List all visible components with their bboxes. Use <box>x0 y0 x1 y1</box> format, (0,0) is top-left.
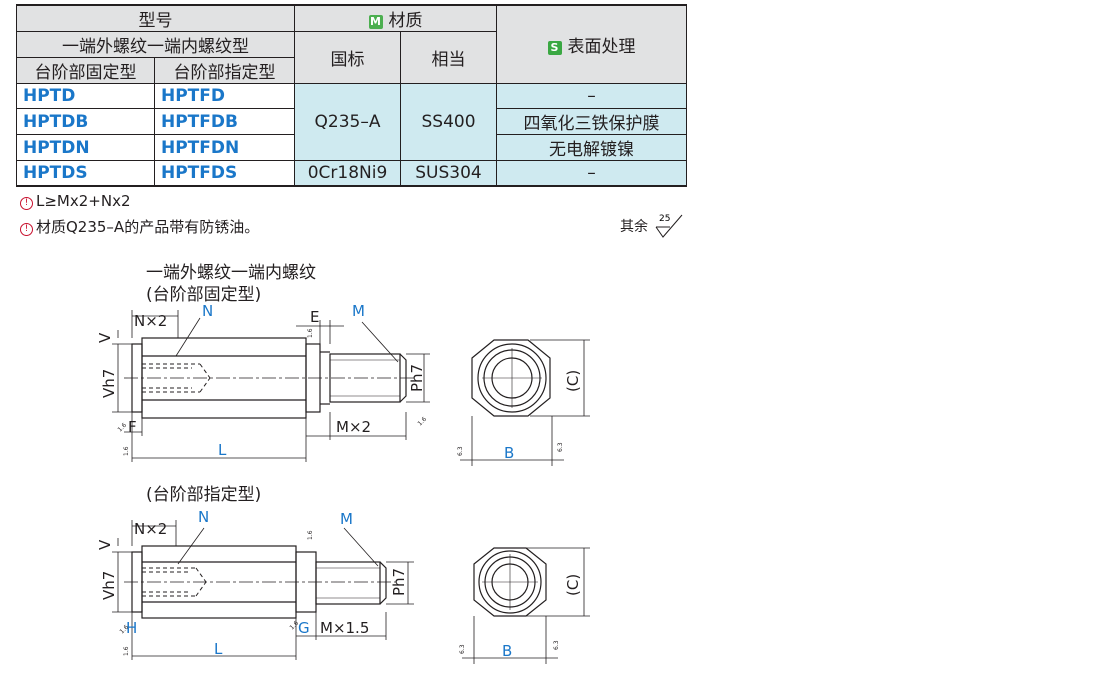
label-v: V <box>96 539 114 550</box>
label-nx2: N×2 <box>134 312 167 330</box>
label-l: L <box>218 441 227 459</box>
label-b: B <box>502 642 512 660</box>
label-h: H <box>126 619 137 637</box>
header-specified: 台阶部指定型 <box>154 57 295 84</box>
drawing1-side-view <box>112 310 430 462</box>
surface-badge: S <box>547 41 562 55</box>
surface-value: 无电解镀镍 <box>496 134 687 161</box>
label-nx2: N×2 <box>134 520 167 538</box>
drawing1-end-view <box>460 339 590 466</box>
label-v: V <box>96 332 114 343</box>
model-code: HPTDB <box>16 108 155 135</box>
drawing1-side-labels: N×2 N E M V Vh7 Ph7 F L M×2 <box>96 302 426 459</box>
label-vh7: Vh7 <box>100 571 118 600</box>
drawing2-side-labels: N×2 N M V Vh7 Ph7 H G L M×1.5 <box>96 508 408 658</box>
model-code: HPTFD <box>154 83 295 109</box>
drawing1-roughness-marks: 1.6 1.6 1.6 1.6 <box>116 328 428 456</box>
header-sub-model: 一端外螺纹一端内螺纹型 <box>16 31 295 58</box>
material-gb: 0Cr18Ni9 <box>294 160 401 187</box>
drawing2-end-labels: (C) B <box>502 574 582 660</box>
label-mx15: M×1.5 <box>320 619 369 637</box>
drawing2-end-roughness: 6.3 6.3 <box>459 640 560 654</box>
label-m: M <box>340 510 353 528</box>
drawing1-title-line1: 一端外螺纹一端内螺纹 <box>146 263 316 283</box>
roughness-mark: 6.3 <box>553 640 560 650</box>
roughness-symbol-icon: 25 <box>656 214 683 238</box>
header-fixed: 台阶部固定型 <box>16 57 155 84</box>
roughness-mark: 1.6 <box>307 328 314 338</box>
label-c: (C) <box>564 574 582 596</box>
surface-value: – <box>496 160 687 187</box>
drawing2-roughness-marks: 1.6 1.6 1.6 1.6 <box>118 530 314 656</box>
roughness-mark: 6.3 <box>457 446 464 456</box>
header-gb: 国标 <box>294 31 401 84</box>
roughness-mark: 6.3 <box>459 644 466 654</box>
caution-icon: ! <box>20 223 33 236</box>
roughness-mark: 6.3 <box>557 442 564 452</box>
header-equiv: 相当 <box>400 31 497 84</box>
label-c: (C) <box>564 370 582 392</box>
drawing1-end-labels: (C) B <box>504 370 582 462</box>
model-code: HPTFDN <box>154 134 295 161</box>
caution-icon: ! <box>20 197 33 210</box>
label-mx2: M×2 <box>336 418 371 436</box>
material-badge: M <box>368 15 383 29</box>
roughness-prefix: 其余 <box>620 219 648 235</box>
header-material-label: 材质 <box>388 11 423 31</box>
label-f: F <box>128 418 137 436</box>
label-m: M <box>352 302 365 320</box>
drawing2-side-view <box>112 520 414 660</box>
drawing2-end-view <box>462 547 590 664</box>
label-n: N <box>198 508 209 526</box>
note-oil-text: 材质Q235–A的产品带有防锈油。 <box>36 218 260 236</box>
material-equiv: SS400 <box>400 83 497 161</box>
model-code: HPTFDB <box>154 108 295 135</box>
surface-value: – <box>496 83 687 109</box>
roughness-value: 25 <box>659 214 670 224</box>
roughness-mark: 1.6 <box>116 422 128 434</box>
table-row: HPTD HPTFD Q235–A SS400 – <box>16 83 687 161</box>
roughness-mark: 1.6 <box>307 530 314 540</box>
table-row: HPTDS HPTFDS 0Cr18Ni9 SUS304 – <box>16 160 687 187</box>
material-gb: Q235–A <box>294 83 401 161</box>
table-row: HPTDN HPTFDN 无电解镀镍 <box>16 134 687 161</box>
note-oil: !材质Q235–A的产品带有防锈油。 <box>20 216 259 237</box>
model-code: HPTFDS <box>154 160 295 187</box>
drawing1-end-roughness: 6.3 6.3 <box>457 442 564 456</box>
note-length: !L≥Mx2+Nx2 <box>20 192 131 210</box>
drawing1-title-line2: (台阶部固定型) <box>146 285 262 305</box>
roughness-note: 其余 25 <box>620 213 686 239</box>
label-e: E <box>310 308 319 326</box>
roughness-mark: 1.6 <box>118 624 130 636</box>
label-g: G <box>298 619 310 637</box>
model-code: HPTDN <box>16 134 155 161</box>
drawing2-title: (台阶部指定型) <box>146 485 262 505</box>
label-vh7: Vh7 <box>100 369 118 398</box>
roughness-mark: 1.6 <box>288 620 300 632</box>
note-length-text: L≥Mx2+Nx2 <box>36 192 131 210</box>
label-n: N <box>202 302 213 320</box>
roughness-mark: 1.6 <box>123 646 130 656</box>
roughness-mark: 1.6 <box>416 416 428 428</box>
label-b: B <box>504 444 514 462</box>
label-ph7: Ph7 <box>408 364 426 392</box>
label-ph7: Ph7 <box>390 568 408 596</box>
label-l: L <box>214 640 223 658</box>
roughness-mark: 1.6 <box>123 446 130 456</box>
header-surface-label: 表面处理 <box>567 37 636 57</box>
model-code: HPTD <box>16 83 155 109</box>
